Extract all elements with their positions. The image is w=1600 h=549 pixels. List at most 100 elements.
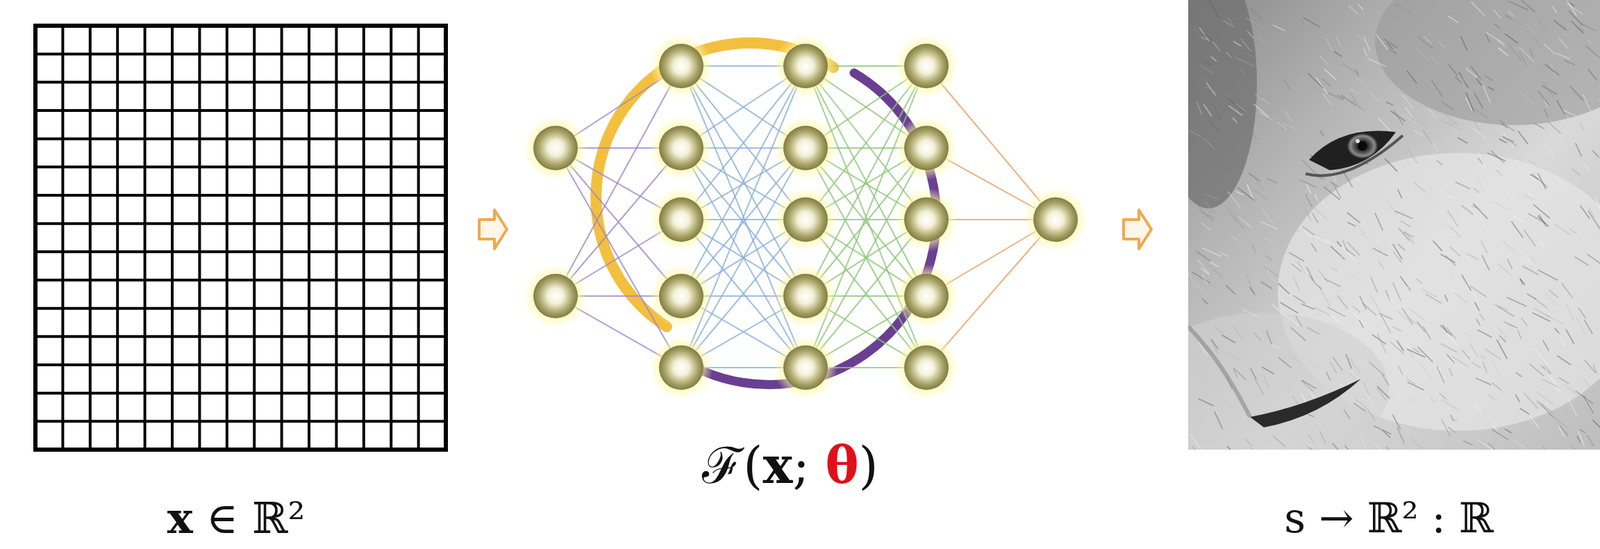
fur-stroke (1204, 200, 1216, 214)
fur-stroke (1239, 69, 1246, 75)
fur-stroke (1538, 241, 1545, 246)
fur-stroke (1493, 361, 1501, 378)
fur-stroke (1209, 120, 1219, 132)
fur-stroke (1249, 286, 1255, 295)
fur-stroke (1386, 198, 1397, 215)
fur-stroke (1350, 88, 1362, 95)
fur-stroke (1193, 360, 1211, 373)
fur-stroke (1260, 221, 1279, 230)
fur-stroke (1359, 295, 1366, 310)
fur-stroke (1493, 303, 1508, 310)
fur-stroke (1538, 172, 1546, 189)
fur-stroke (1332, 443, 1344, 450)
fur-stroke (1209, 310, 1217, 322)
fur-stroke (1554, 175, 1569, 190)
fur-stroke (1413, 129, 1423, 136)
fur-stroke (1226, 400, 1232, 410)
fur-stroke (1520, 408, 1530, 415)
fur-stroke (1363, 388, 1374, 405)
fur-stroke (1496, 170, 1503, 177)
fur-stroke (1599, 237, 1600, 255)
input-grid (35, 25, 446, 450)
fur-stroke (1343, 240, 1348, 252)
fur-stroke (1278, 357, 1291, 369)
fur-stroke (1462, 331, 1478, 345)
fur-stroke (1519, 47, 1535, 63)
fur-stroke (1514, 440, 1521, 446)
fur-stroke (1368, 89, 1379, 103)
fur-stroke (1417, 119, 1427, 128)
fur-stroke (1229, 213, 1244, 229)
fur-stroke (1311, 204, 1328, 219)
fur-stroke (1451, 418, 1458, 421)
fur-stroke (1478, 151, 1487, 171)
fur-stroke (1352, 177, 1365, 185)
fur-stroke (1497, 305, 1515, 316)
fur-stroke (1440, 100, 1455, 110)
fur-stroke (1386, 295, 1403, 309)
fur-stroke (1563, 60, 1575, 66)
fur-stroke (1573, 177, 1582, 181)
fur-stroke (1497, 263, 1512, 276)
fur-stroke (1471, 106, 1489, 119)
fur-stroke (1248, 172, 1260, 182)
fur-stroke (1482, 429, 1493, 441)
grid-line (35, 193, 446, 197)
fur-stroke (1402, 94, 1414, 109)
grid-line (88, 25, 92, 450)
fur-stroke (1595, 196, 1600, 210)
neuron (783, 273, 828, 319)
fur-stroke (1579, 122, 1585, 130)
fur-stroke (1461, 350, 1471, 360)
fur-stroke (1233, 368, 1246, 380)
fur-stroke (1432, 255, 1440, 269)
fur-stroke (1445, 339, 1449, 346)
fur-stroke (1492, 429, 1509, 440)
grid-line (252, 25, 256, 450)
fur-stroke (1344, 445, 1355, 450)
fur-stroke (1319, 286, 1330, 307)
fur-stroke (1302, 76, 1312, 91)
fur-stroke (1304, 230, 1312, 239)
fur-stroke (1336, 240, 1342, 247)
fur-stroke (1258, 35, 1266, 45)
fur-stroke (1291, 443, 1307, 450)
fur-stroke (1370, 295, 1382, 313)
fur-stroke (1206, 82, 1216, 96)
fur-stroke (1264, 238, 1273, 242)
fur-stroke (1302, 357, 1321, 368)
fur-stroke (1272, 25, 1285, 31)
fur-stroke (1492, 201, 1508, 210)
fur-stroke (1587, 434, 1594, 446)
fur-stroke (1452, 356, 1469, 367)
grid-line (143, 25, 147, 450)
fur-stroke (1241, 303, 1250, 307)
fur-stroke (1236, 191, 1244, 196)
fur-stroke (1428, 108, 1437, 119)
fur-stroke (1240, 34, 1254, 53)
fur-stroke (1518, 329, 1522, 339)
fur-stroke (1457, 137, 1469, 144)
grid-line (35, 137, 446, 141)
fur-stroke (1447, 427, 1455, 433)
fur-stroke (1444, 294, 1448, 302)
fur-stroke (1367, 408, 1375, 421)
fur-stroke (1356, 34, 1368, 45)
fur-stroke (1436, 160, 1443, 166)
fur-stroke (1545, 368, 1556, 385)
fur-stroke (1330, 266, 1338, 271)
fur-stroke (1379, 313, 1394, 320)
fur-stroke (1255, 379, 1264, 395)
fur-stroke (1288, 103, 1300, 116)
fur-stroke (1393, 192, 1399, 198)
fur-stroke (1492, 382, 1503, 391)
fur-stroke (1322, 93, 1332, 106)
fur-stroke (1520, 443, 1532, 450)
fur-stroke (1265, 255, 1272, 260)
fur-stroke (1277, 121, 1286, 130)
fur-stroke (1189, 2, 1202, 10)
fur-stroke (1583, 93, 1591, 112)
fur-stroke (1306, 327, 1320, 335)
fur-stroke (1395, 211, 1413, 219)
grid-border (35, 25, 446, 450)
